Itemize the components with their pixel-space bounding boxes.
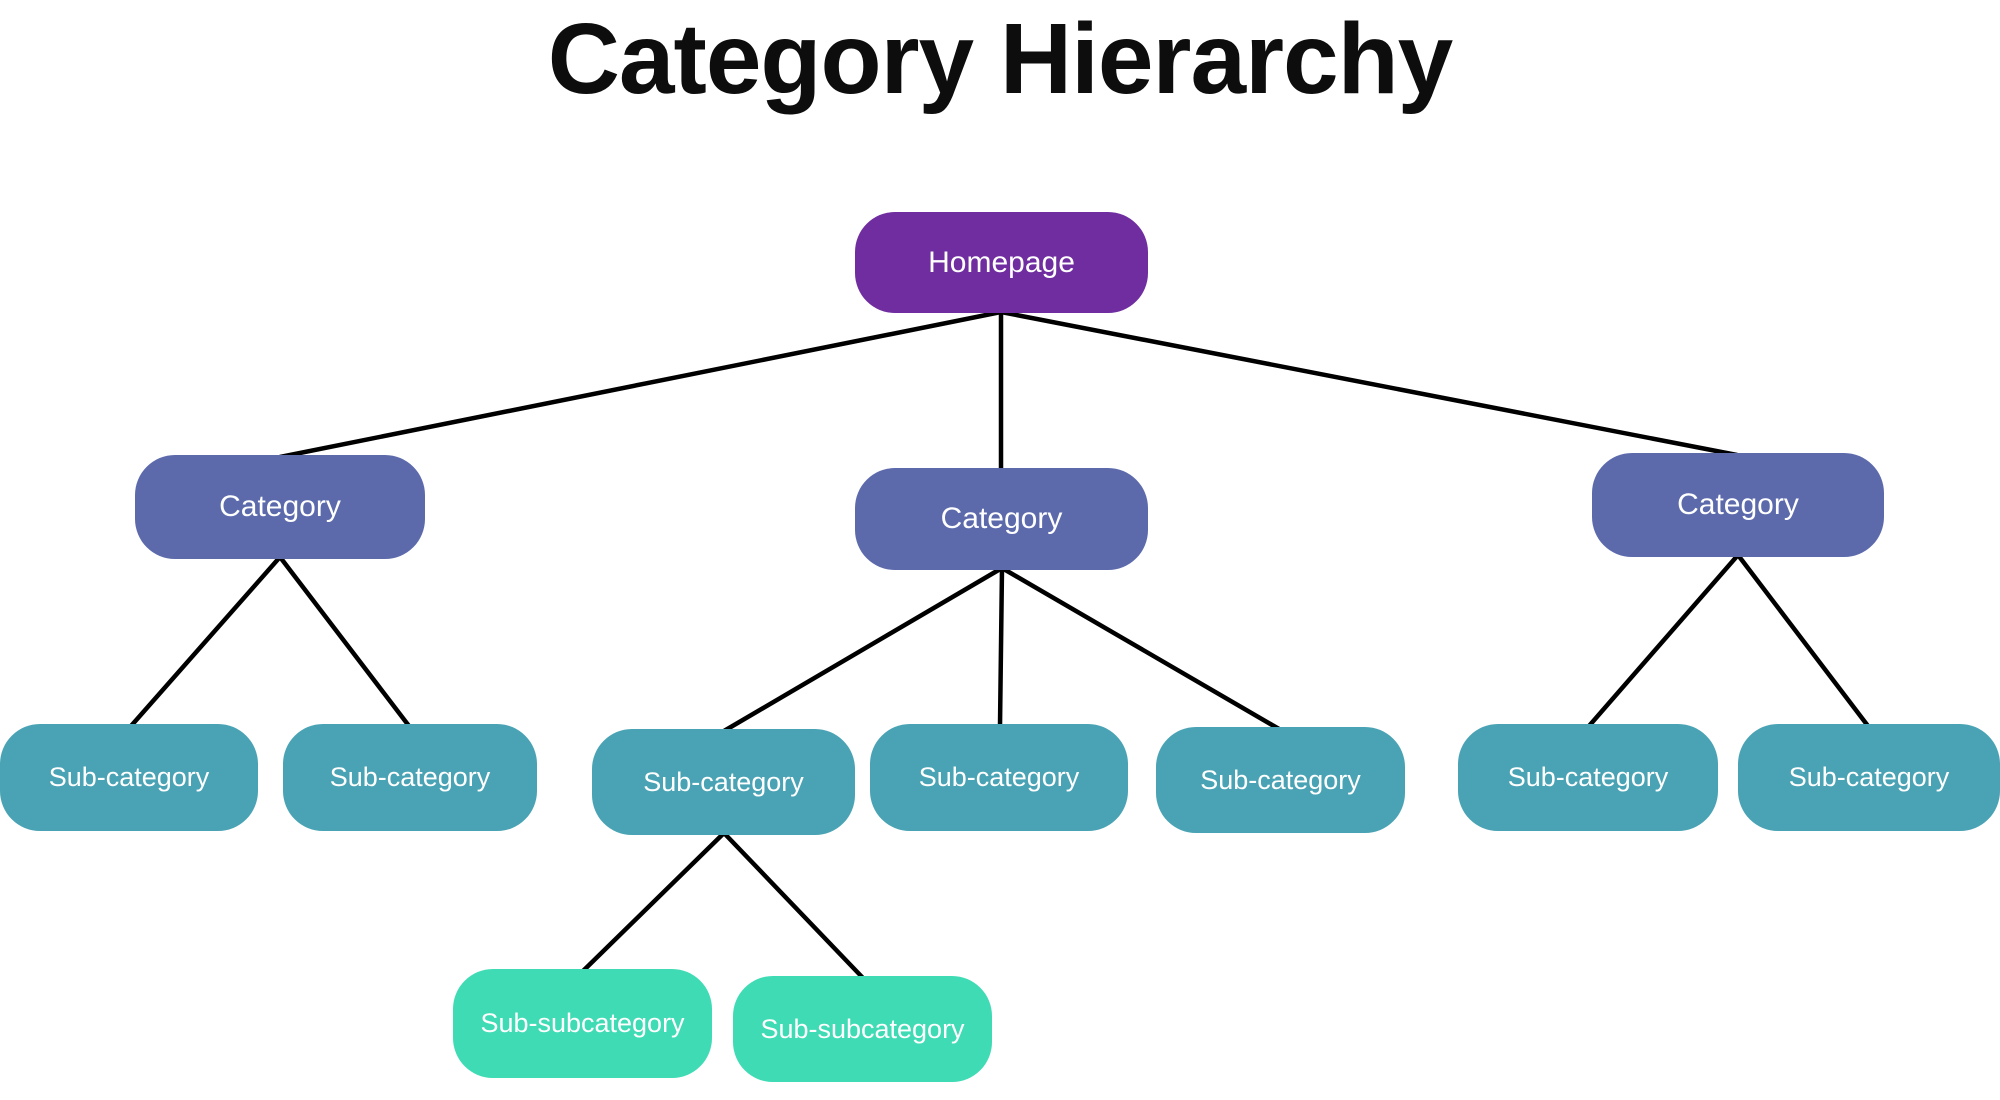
node-category-2: Category bbox=[855, 468, 1148, 570]
node-subcategory-1: Sub-category bbox=[0, 724, 258, 831]
edge-subcategory-3-subsubcategory-1 bbox=[580, 830, 727, 974]
node-subcategory-5: Sub-category bbox=[1156, 727, 1405, 833]
node-subcategory-4: Sub-category bbox=[870, 724, 1128, 831]
edge-homepage-category-3 bbox=[998, 309, 1740, 458]
node-homepage: Homepage bbox=[855, 212, 1148, 313]
node-subcategory-6: Sub-category bbox=[1458, 724, 1718, 831]
edge-subcategory-3-subsubcategory-2 bbox=[721, 830, 866, 981]
node-subsubcategory-2: Sub-subcategory bbox=[733, 976, 992, 1082]
node-category-1: Category bbox=[135, 455, 425, 559]
node-subcategory-2: Sub-category bbox=[283, 724, 537, 831]
edge-category-1-subcategory-2 bbox=[277, 554, 412, 729]
diagram-title: Category Hierarchy bbox=[547, 3, 1454, 115]
node-subcategory-7: Sub-category bbox=[1738, 724, 2000, 831]
edge-homepage-category-1 bbox=[277, 309, 1004, 460]
edge-category-2-subcategory-3 bbox=[721, 565, 1005, 734]
edge-category-1-subcategory-1 bbox=[128, 554, 283, 729]
node-subcategory-3: Sub-category bbox=[592, 729, 855, 835]
edge-category-3-subcategory-6 bbox=[1586, 552, 1741, 729]
edge-category-3-subcategory-7 bbox=[1735, 552, 1871, 729]
edge-category-2-subcategory-4 bbox=[997, 565, 1005, 729]
node-category-3: Category bbox=[1592, 453, 1884, 557]
node-subsubcategory-1: Sub-subcategory bbox=[453, 969, 712, 1078]
edge-category-2-subcategory-5 bbox=[999, 565, 1282, 732]
